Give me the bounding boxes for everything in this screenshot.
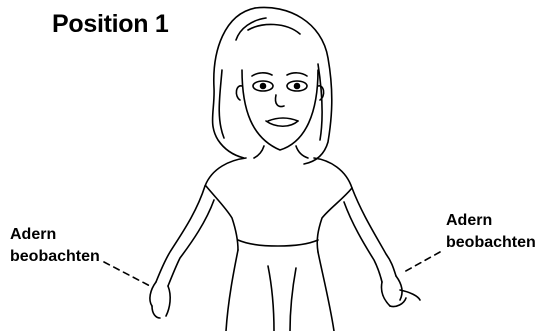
face (236, 70, 323, 150)
right-arm (344, 188, 420, 307)
mouth (266, 121, 298, 126)
hair (213, 7, 332, 164)
callout-right-leader (404, 252, 440, 272)
left-arm (150, 186, 214, 318)
nose (275, 95, 284, 107)
callout-left-leader (104, 262, 150, 286)
left-ear (236, 86, 242, 100)
neck-and-torso (205, 146, 352, 331)
